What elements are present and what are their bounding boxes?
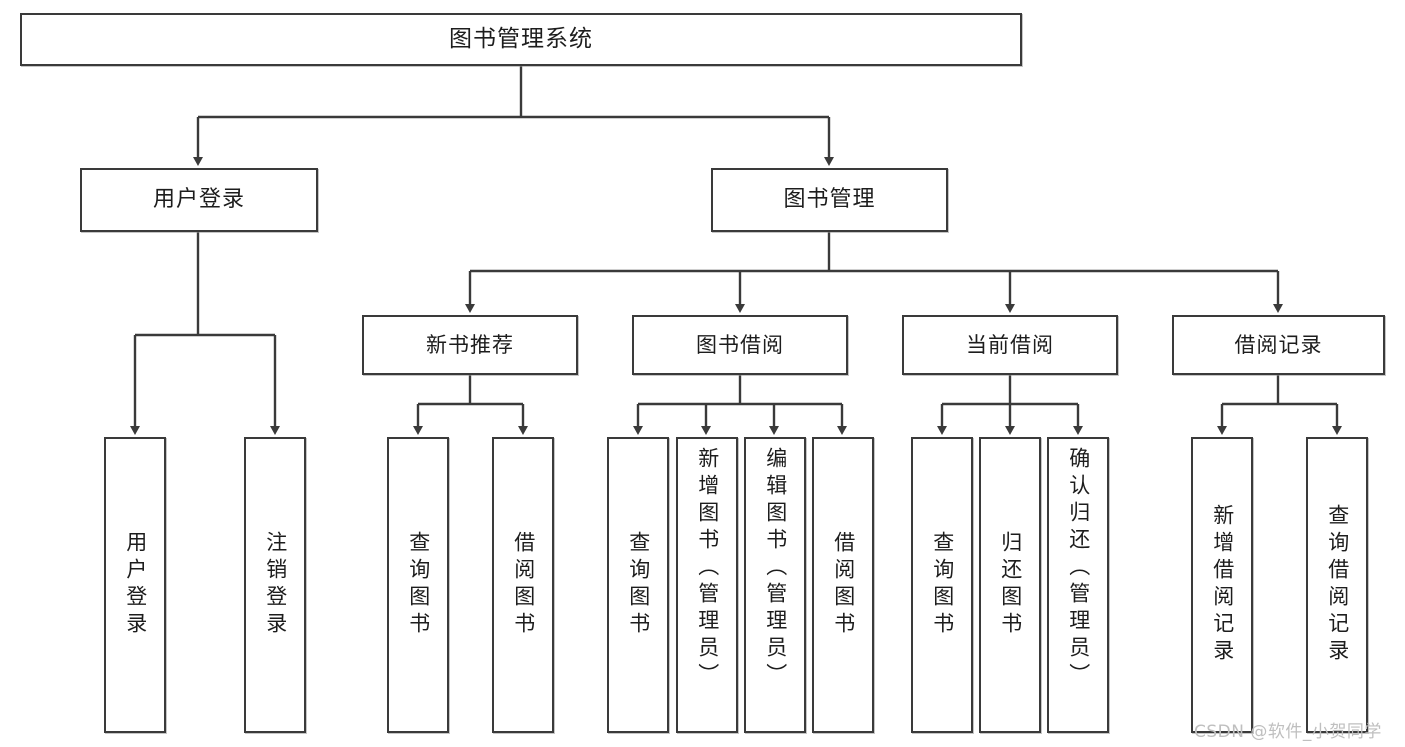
node-leaf-add-book-label: 新增图书（管理员） <box>695 447 720 690</box>
node-leaf-borrow-book-2[interactable]: 借阅图书 <box>812 437 874 733</box>
node-leaf-edit-book[interactable]: 编辑图书（管理员） <box>744 437 806 733</box>
node-leaf-query-book-1-label: 查询图书 <box>406 531 431 639</box>
node-book-manage-label: 图书管理 <box>783 187 876 212</box>
node-leaf-user-login-label: 用户登录 <box>123 531 148 639</box>
node-new-book-rec[interactable]: 新书推荐 <box>362 315 578 375</box>
node-leaf-borrow-book-1-label: 借阅图书 <box>511 531 536 639</box>
node-user-login[interactable]: 用户登录 <box>80 168 318 232</box>
node-leaf-query-book-3[interactable]: 查询图书 <box>911 437 973 733</box>
node-leaf-return-book[interactable]: 归还图书 <box>979 437 1041 733</box>
node-book-borrow[interactable]: 图书借阅 <box>632 315 848 375</box>
node-leaf-return-book-label: 归还图书 <box>998 531 1023 639</box>
node-book-borrow-label: 图书借阅 <box>696 332 784 357</box>
node-leaf-confirm-return[interactable]: 确认归还（管理员） <box>1047 437 1109 733</box>
node-leaf-query-book-2-label: 查询图书 <box>626 531 651 639</box>
node-user-login-label: 用户登录 <box>152 187 245 212</box>
node-current-borrow[interactable]: 当前借阅 <box>902 315 1118 375</box>
node-borrow-record-label: 借阅记录 <box>1234 332 1323 357</box>
node-root-label: 图书管理系统 <box>449 26 593 52</box>
node-leaf-add-record[interactable]: 新增借阅记录 <box>1191 437 1253 733</box>
node-leaf-query-record-label: 查询借阅记录 <box>1325 504 1350 666</box>
node-leaf-add-record-label: 新增借阅记录 <box>1210 504 1235 666</box>
node-book-manage[interactable]: 图书管理 <box>711 168 948 232</box>
node-leaf-query-record[interactable]: 查询借阅记录 <box>1306 437 1368 733</box>
node-borrow-record[interactable]: 借阅记录 <box>1172 315 1385 375</box>
node-leaf-query-book-3-label: 查询图书 <box>930 531 955 639</box>
node-leaf-query-book-1[interactable]: 查询图书 <box>387 437 449 733</box>
node-leaf-edit-book-label: 编辑图书（管理员） <box>763 447 788 690</box>
node-leaf-user-login[interactable]: 用户登录 <box>104 437 166 733</box>
node-leaf-logout-label: 注销登录 <box>263 531 288 639</box>
node-leaf-borrow-book-2-label: 借阅图书 <box>831 531 856 639</box>
node-leaf-borrow-book-1[interactable]: 借阅图书 <box>492 437 554 733</box>
node-root[interactable]: 图书管理系统 <box>20 13 1022 66</box>
node-leaf-confirm-return-label: 确认归还（管理员） <box>1066 447 1091 690</box>
node-leaf-logout[interactable]: 注销登录 <box>244 437 306 733</box>
node-leaf-add-book[interactable]: 新增图书（管理员） <box>676 437 738 733</box>
node-new-book-rec-label: 新书推荐 <box>426 332 514 357</box>
node-leaf-query-book-2[interactable]: 查询图书 <box>607 437 669 733</box>
node-current-borrow-label: 当前借阅 <box>966 332 1054 357</box>
